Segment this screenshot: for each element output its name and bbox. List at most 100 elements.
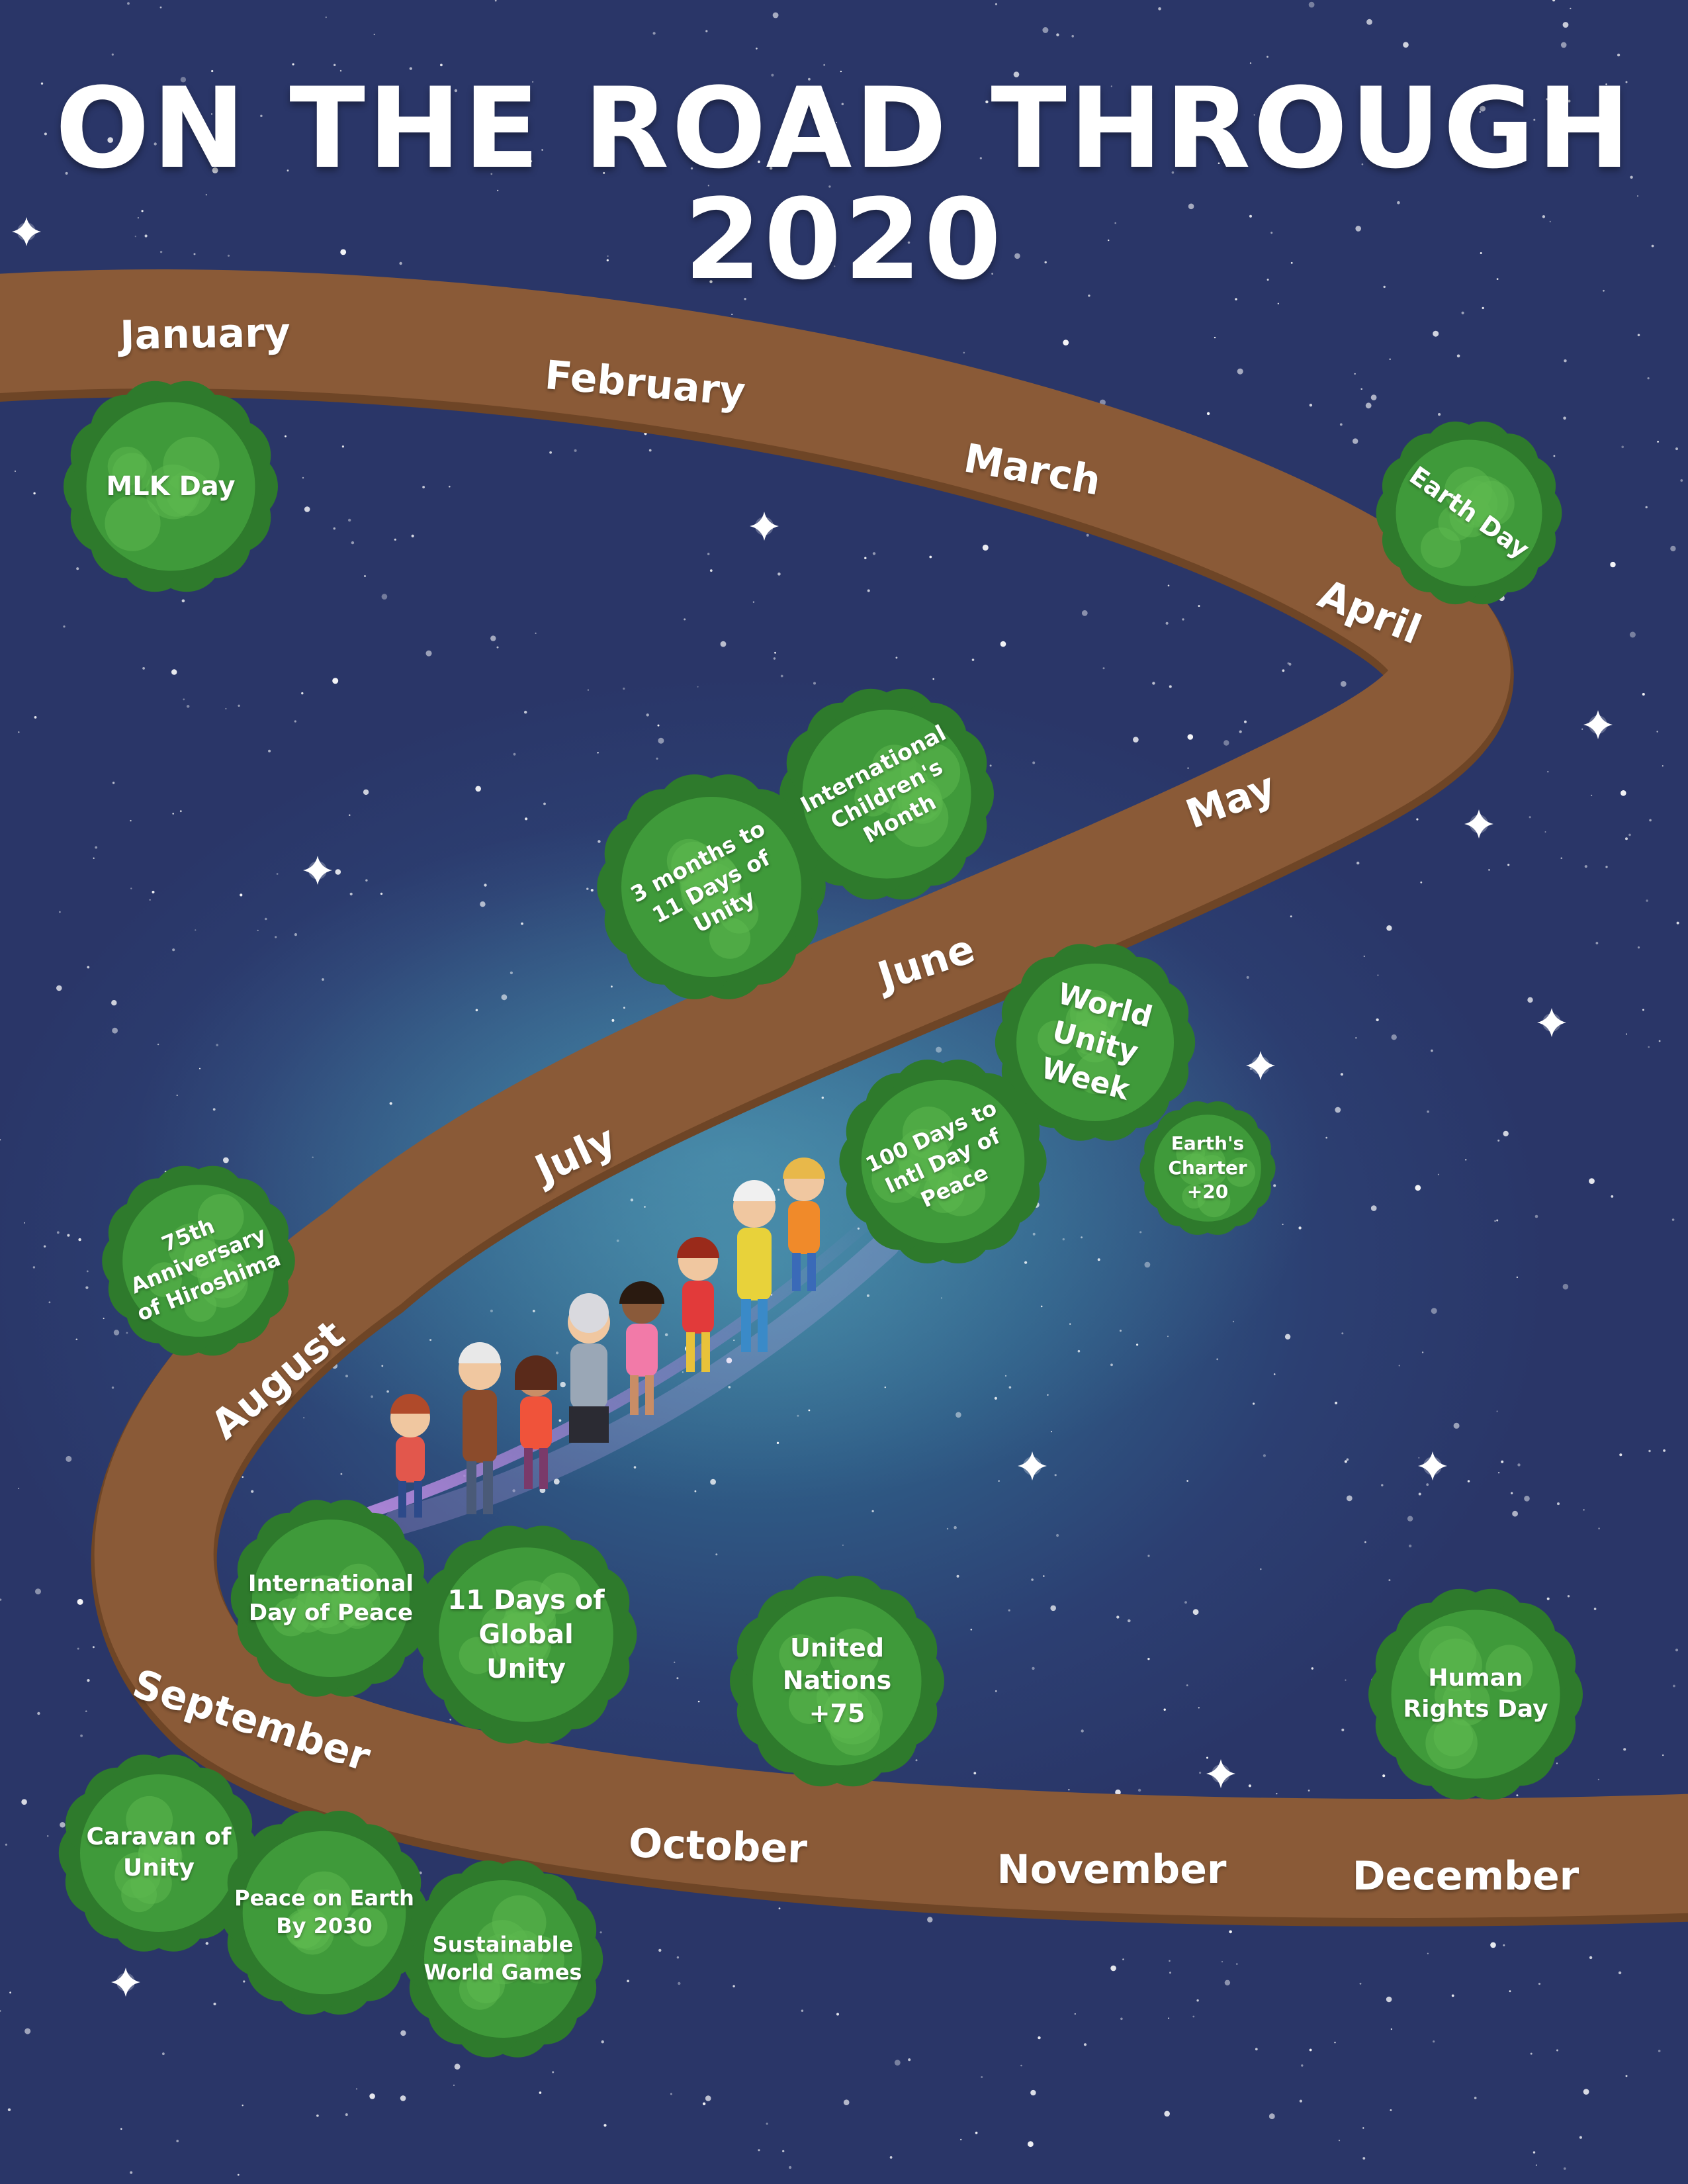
star [1224, 1979, 1231, 1985]
star [1110, 1965, 1116, 1972]
star [1169, 685, 1172, 688]
star [884, 1387, 887, 1388]
sparkle-glow [1023, 1457, 1042, 1475]
bush [779, 688, 994, 900]
bush [102, 1165, 295, 1356]
star [1675, 447, 1678, 451]
star [1563, 416, 1566, 420]
star [475, 1009, 478, 1012]
star [1562, 1283, 1569, 1290]
bush-highlight [197, 1194, 244, 1240]
star [1656, 731, 1658, 733]
star [1077, 1349, 1081, 1353]
star [1501, 1460, 1504, 1463]
bush-highlight [459, 1968, 500, 2010]
star [1236, 1963, 1238, 1965]
star [93, 857, 95, 859]
star [773, 657, 776, 660]
star [211, 69, 214, 73]
star [85, 1286, 89, 1289]
star [1149, 98, 1153, 101]
star [21, 1799, 27, 1805]
star [1637, 334, 1640, 337]
bush-highlight [494, 1611, 550, 1668]
star [867, 589, 870, 592]
star [1040, 1305, 1043, 1308]
star [238, 704, 240, 707]
star [1516, 1794, 1519, 1797]
page-title: ON THE ROAD THROUGH 2020 [55, 64, 1633, 304]
star [494, 0, 497, 2]
star [975, 2131, 978, 2134]
star [496, 646, 499, 649]
star [1568, 99, 1571, 103]
star [927, 1917, 933, 1923]
star [1273, 1373, 1276, 1375]
star [1388, 1579, 1391, 1582]
star [1361, 163, 1364, 165]
star [956, 1574, 959, 1578]
sparkle [1464, 809, 1493, 839]
star [871, 1510, 874, 1513]
star [521, 922, 523, 925]
star [648, 449, 652, 452]
star [1298, 1226, 1302, 1230]
person-grandpa-2 [733, 1180, 776, 1352]
star [216, 1044, 219, 1046]
star [205, 1942, 208, 1945]
star [1341, 1332, 1344, 1335]
star [1609, 158, 1611, 159]
star [302, 477, 304, 479]
star [994, 1396, 997, 1400]
star [758, 160, 760, 163]
star [603, 171, 605, 174]
star [1196, 1999, 1199, 2002]
star [1560, 857, 1563, 859]
star [1549, 220, 1551, 222]
star [1461, 311, 1464, 314]
star [1169, 1960, 1171, 1962]
star [1680, 479, 1683, 482]
star [480, 901, 486, 907]
star [1625, 1033, 1628, 1035]
star [95, 846, 98, 849]
bush-highlight [272, 1598, 310, 1637]
star [1198, 1707, 1200, 1709]
bush [230, 1500, 431, 1697]
star [813, 682, 816, 685]
star [720, 641, 727, 647]
star [1188, 203, 1194, 210]
star [1488, 869, 1490, 871]
star [1032, 1666, 1035, 1670]
event-human-rights-day: Human Rights Day [1403, 1664, 1548, 1723]
star [130, 887, 132, 889]
star [954, 1525, 957, 1529]
star [159, 250, 163, 253]
star [627, 1979, 629, 1983]
star [322, 978, 324, 981]
star [513, 752, 516, 756]
star [710, 1479, 716, 1485]
star [1341, 1728, 1345, 1731]
star [1658, 1040, 1661, 1042]
star [1567, 1595, 1570, 1598]
star [1556, 1762, 1558, 1764]
star [1364, 1541, 1366, 1543]
star [260, 114, 263, 117]
star [1187, 767, 1189, 769]
star [1165, 621, 1169, 625]
star [1114, 222, 1116, 224]
star [1533, 118, 1536, 121]
star [676, 1956, 680, 1959]
star [14, 470, 17, 473]
bush-highlight [1433, 1717, 1474, 1756]
star [134, 236, 136, 238]
star [1466, 95, 1470, 99]
star [130, 2171, 133, 2174]
star [782, 2150, 785, 2153]
star [1593, 1608, 1597, 1610]
star [411, 534, 414, 538]
star [1359, 1982, 1362, 1985]
bush-highlight [184, 1289, 217, 1322]
star [549, 451, 552, 454]
